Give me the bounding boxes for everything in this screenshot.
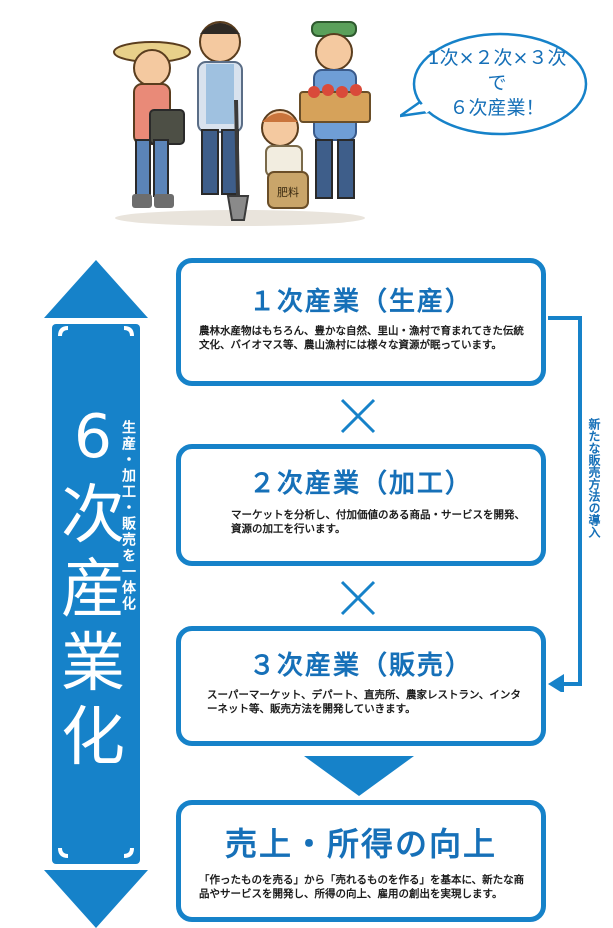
farmer-woman-figure bbox=[113, 41, 191, 208]
primary-industry-title: １次産業（生産） bbox=[248, 287, 473, 317]
six-sector-title-char: 次 bbox=[61, 479, 125, 553]
speech-bubble-line: ６次産業！ bbox=[449, 97, 545, 119]
income-increase-title: 売上・所得の向上 bbox=[224, 825, 497, 863]
six-sector-number: 6 bbox=[73, 402, 113, 472]
feedback-bracket-arrow bbox=[548, 316, 582, 692]
speech-bubble-line: 1次×２次×３次 bbox=[427, 47, 567, 69]
secondary-industry-description: マーケットを分析し、付加価値のある商品・サービスを開発、資源の加工を行います。 bbox=[231, 509, 525, 535]
svg-text:肥料: 肥料 bbox=[277, 185, 299, 199]
farmer-child-with-sack-figure: 肥料 bbox=[261, 109, 309, 209]
speech-bubble-shape bbox=[400, 32, 588, 136]
speech-bubble-text: 1次×２次×３次 で ６次産業！ bbox=[422, 46, 572, 121]
up-arrow-head bbox=[44, 260, 148, 318]
six-sector-title-char: 業 bbox=[61, 627, 125, 701]
secondary-industry-box: ２次産業（加工） マーケットを分析し、付加価値のある商品・サービスを開発、資源の… bbox=[176, 444, 546, 566]
six-sector-title: 6 次 産 業 化 bbox=[48, 405, 138, 775]
tertiary-industry-description: スーパーマーケット、デパート、直売所、農家レストラン、インターネット等、販売方法… bbox=[207, 689, 521, 715]
new-sales-method-note: 新たな販売方法の導入 bbox=[587, 418, 601, 538]
tertiary-industry-title: ３次産業（販売） bbox=[248, 651, 473, 681]
integration-caption: 生産・加工・販売を一体化 bbox=[120, 420, 136, 612]
income-increase-description: 「作ったものを売る」から「売れるものを作る」を基本に、新たな商品やサービスを開発… bbox=[199, 874, 525, 900]
primary-industry-box: １次産業（生産） 農林水産物はもちろん、豊かな自然、里山・漁村で育まれてきた伝統… bbox=[176, 258, 546, 386]
down-arrow-head bbox=[44, 870, 148, 928]
six-sector-title-char: 産 bbox=[61, 553, 125, 627]
income-increase-box: 売上・所得の向上 「作ったものを売る」から「売れるものを作る」を基本に、新たな商… bbox=[176, 800, 546, 922]
column-body bbox=[52, 324, 140, 864]
speech-bubble: 1次×２次×３次 で ６次産業！ bbox=[400, 28, 590, 140]
down-triangle-arrow bbox=[304, 756, 414, 796]
speech-bubble-line: で bbox=[487, 72, 507, 94]
multiply-icon bbox=[340, 398, 376, 434]
farmer-man-with-shovel-figure bbox=[197, 21, 250, 221]
farmer-man-with-crate-figure bbox=[299, 21, 371, 199]
six-sector-column-arrow bbox=[44, 260, 148, 928]
multiply-icon bbox=[340, 580, 376, 616]
farmers-illustration: 肥料 bbox=[113, 21, 371, 226]
tertiary-industry-box: ３次産業（販売） スーパーマーケット、デパート、直売所、農家レストラン、インター… bbox=[176, 626, 546, 746]
six-sector-title-char: 化 bbox=[61, 701, 125, 775]
primary-industry-description: 農林水産物はもちろん、豊かな自然、里山・漁村で育まれてきた伝統文化、バイオマス等… bbox=[199, 325, 524, 351]
left-arrow-head bbox=[548, 674, 564, 692]
secondary-industry-title: ２次産業（加工） bbox=[248, 469, 473, 499]
